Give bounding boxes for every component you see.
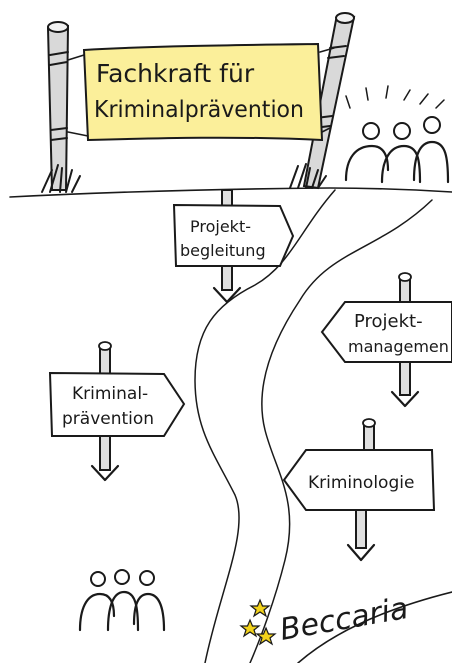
sign-board <box>172 203 295 267</box>
people-group-icon <box>78 569 166 632</box>
sign-line-1: Kriminal- <box>72 384 148 404</box>
logo-swoosh <box>297 591 452 663</box>
title-banner: Fachkraft für Kriminalprävention <box>41 12 356 193</box>
sign-line-1: Kriminologie <box>308 473 414 493</box>
right-banner-post <box>289 12 356 190</box>
left-banner-post <box>41 21 81 193</box>
sign-projektmanagement: Projekt- managemen <box>320 272 452 408</box>
banner-line-1: Fachkraft für <box>96 59 255 88</box>
road-right-edge <box>249 199 433 663</box>
sign-line-2: managemen <box>348 337 449 356</box>
sign-board <box>320 301 452 363</box>
arrow-down-icon <box>212 265 242 304</box>
sign-board <box>282 449 436 511</box>
sign-line-2: prävention <box>62 409 154 429</box>
sign-line-1: Projekt- <box>190 217 251 236</box>
sign-kriminalpraevention: Kriminal- prävention <box>48 341 186 482</box>
star-icon <box>239 598 277 646</box>
arrow-down-icon <box>390 361 420 408</box>
sign-line-1: Projekt- <box>354 311 423 332</box>
logo-text: Beccaria <box>277 591 411 648</box>
arrow-down-icon <box>90 435 120 482</box>
sign-line-2: begleitung <box>180 241 266 260</box>
sign-projektbegleitung: Projekt- begleitung <box>172 189 295 304</box>
sign-board <box>48 371 186 437</box>
arrow-down-icon <box>346 509 376 562</box>
people-group-icon <box>344 85 450 184</box>
banner-ties <box>67 47 335 137</box>
sign-kriminologie: Kriminologie <box>282 418 436 562</box>
banner-line-2: Kriminalprävention <box>94 97 304 123</box>
horizon-line <box>9 187 452 198</box>
banner-cloth <box>82 42 324 142</box>
